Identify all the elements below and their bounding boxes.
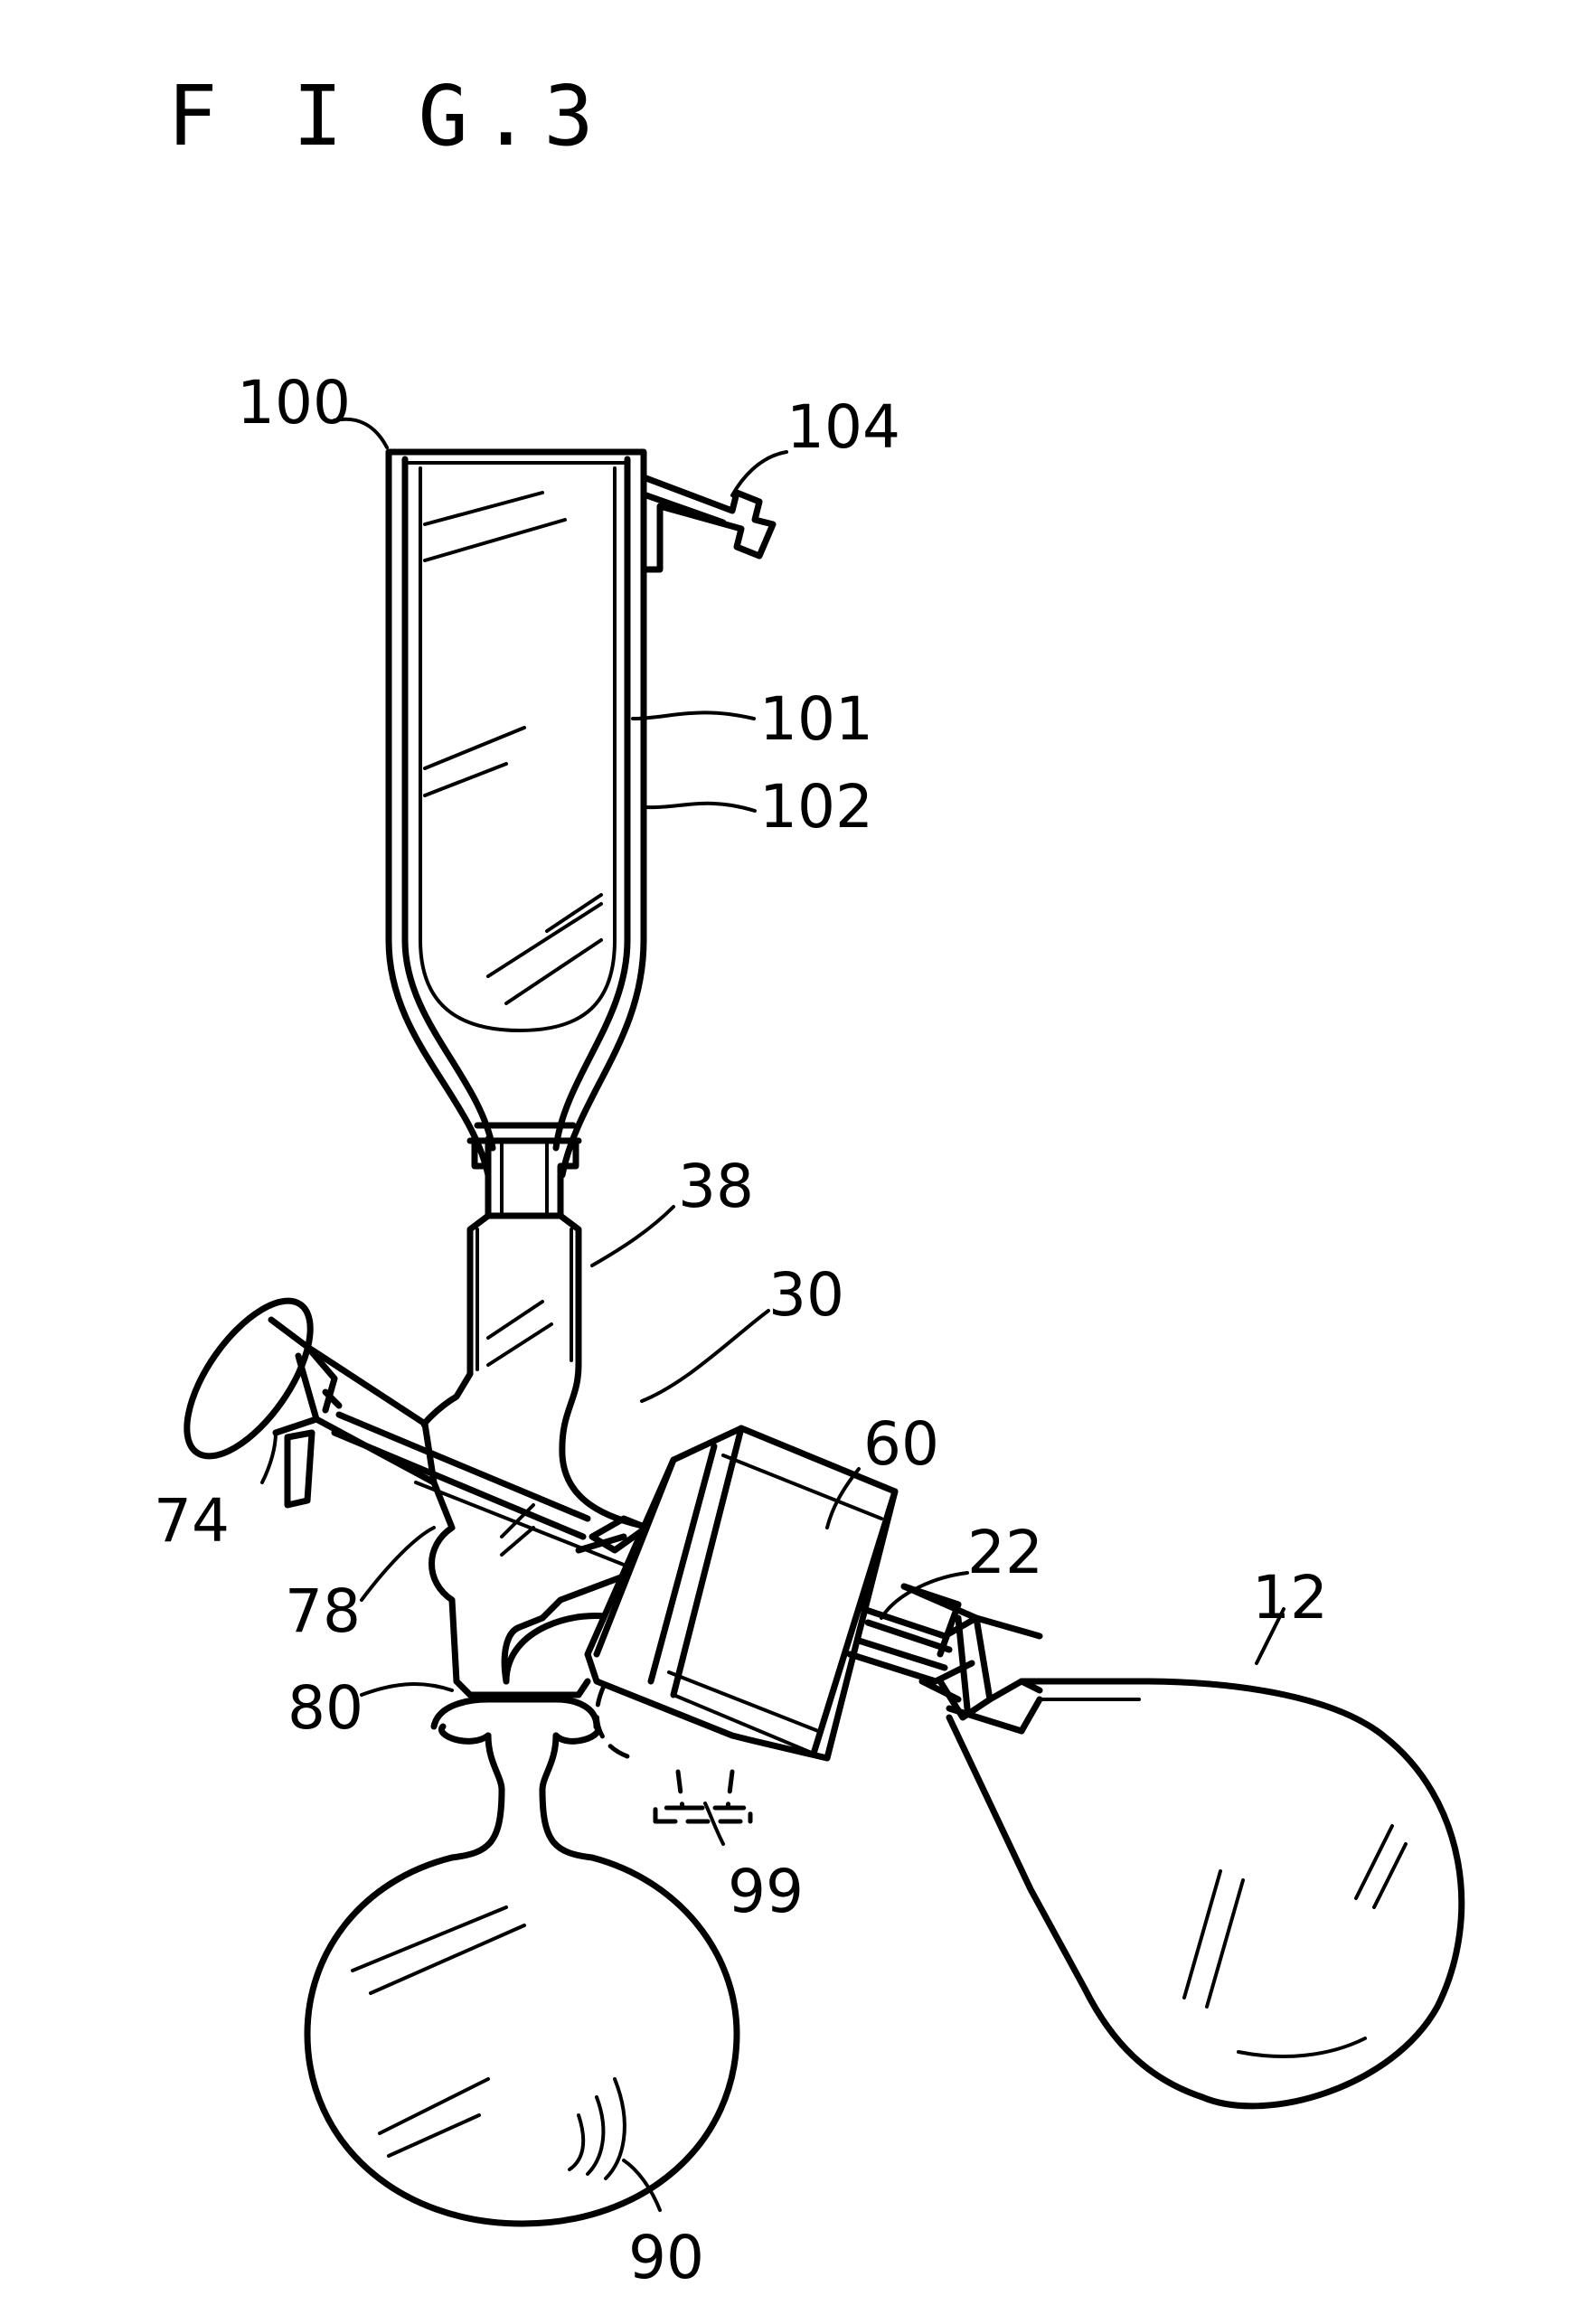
label-12: 12 [1252,1563,1328,1632]
label-38: 38 [678,1152,754,1221]
connector-22 [850,1586,1040,1731]
label-30: 30 [768,1260,844,1330]
label-80: 80 [287,1673,363,1743]
condenser-jacket [389,452,644,1175]
label-99: 99 [728,1857,804,1926]
rotary-seal-60 [579,1428,895,1758]
figure-title: F I G.3 [167,68,607,165]
label-22: 22 [967,1518,1043,1587]
label-60: 60 [863,1409,939,1479]
label-78: 78 [285,1576,361,1646]
label-74: 74 [154,1486,230,1556]
label-101: 101 [759,684,873,754]
label-102: 102 [759,772,873,842]
label-100: 100 [237,368,351,438]
reference-labels: 100 104 101 102 38 30 60 22 12 74 78 80 … [154,368,1328,2292]
label-90: 90 [628,2223,704,2292]
flask-12 [949,1681,1462,2106]
flask-90 [307,1681,737,2224]
label-104: 104 [786,392,900,462]
side-tube-104 [644,477,773,569]
